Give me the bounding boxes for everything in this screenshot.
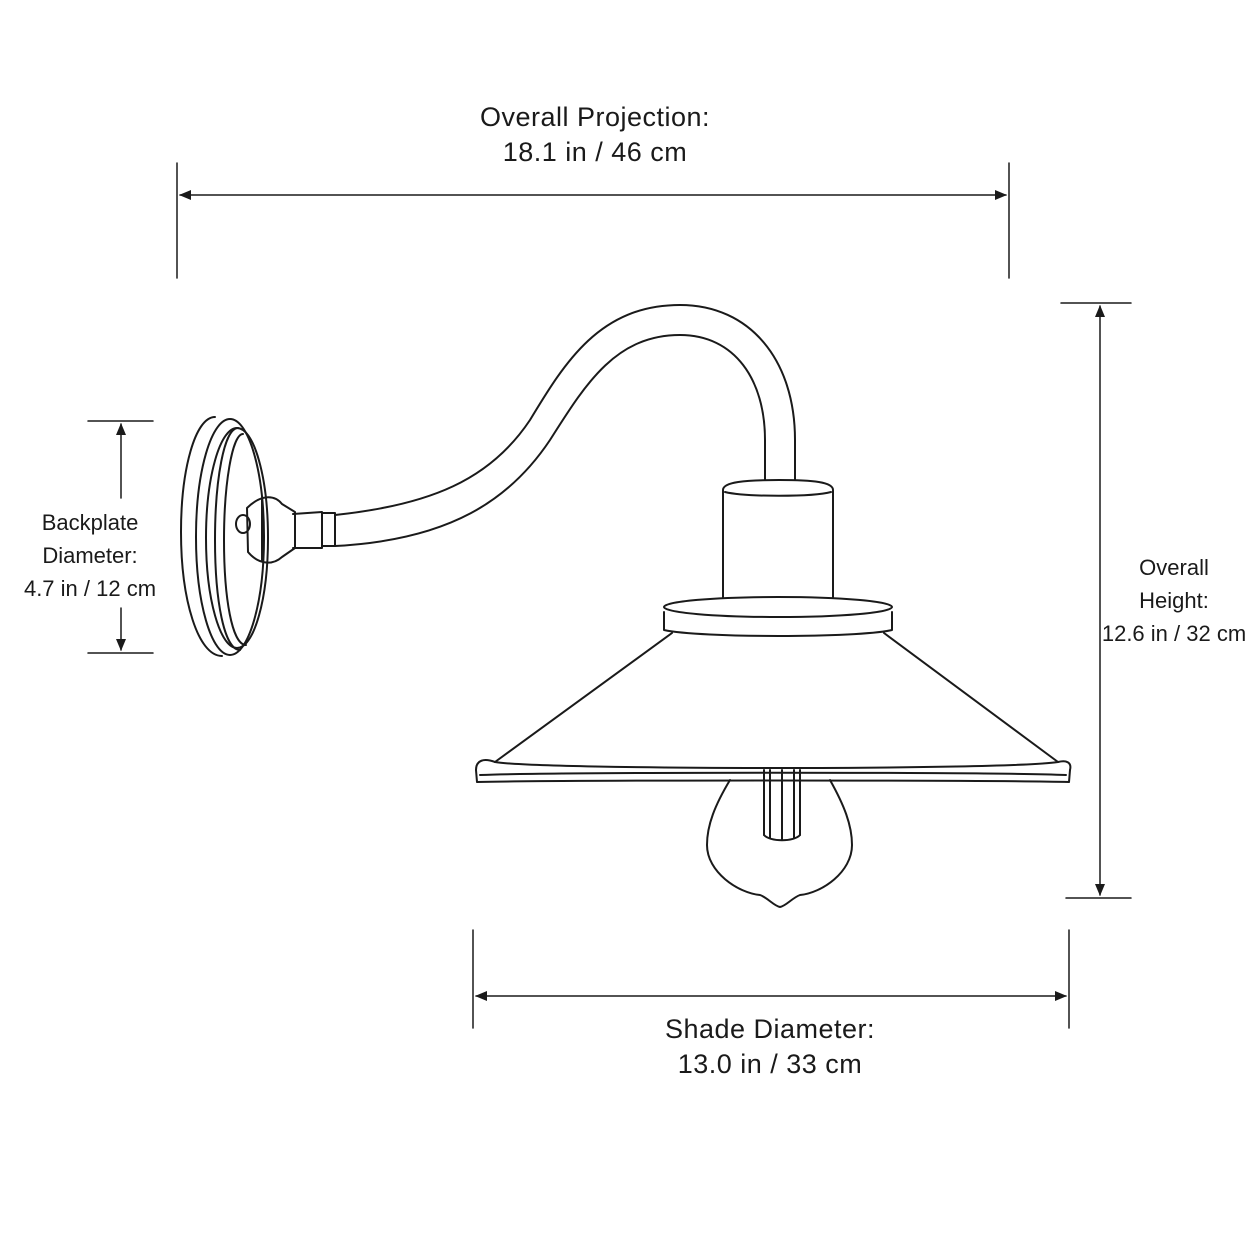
backplate-diameter-title-1: Backplate (41, 510, 139, 535)
backplate-diameter-label: Backplate Diameter: 4.7 in / 12 cm (5, 506, 175, 605)
shade-neck (723, 480, 833, 598)
overall-height-value: 12.6 in / 32 cm (1101, 621, 1247, 646)
overall-projection-title: Overall Projection: (479, 102, 711, 132)
projection-dimension-line (177, 163, 1009, 278)
backplate (181, 417, 268, 656)
shade-dimension-line (473, 930, 1069, 1028)
overall-projection-label: Overall Projection: 18.1 in / 46 cm (395, 100, 795, 170)
lamp-shade (476, 597, 1070, 782)
shade-diameter-value: 13.0 in / 33 cm (677, 1049, 863, 1080)
light-bulb (707, 770, 852, 907)
shade-diameter-label: Shade Diameter: 13.0 in / 33 cm (570, 1012, 970, 1082)
gooseneck-arm (335, 305, 795, 546)
overall-height-label: Overall Height: 12.6 in / 32 cm (1095, 551, 1253, 650)
overall-height-title-1: Overall (1139, 555, 1209, 580)
height-dimension-line (1061, 303, 1131, 898)
backplate-diameter-value: 4.7 in / 12 cm (23, 576, 157, 601)
shade-diameter-title: Shade Diameter: (664, 1014, 876, 1044)
backplate-diameter-title-2: Diameter: (42, 543, 138, 568)
arm-mount-knuckle (236, 497, 335, 562)
backplate-dimension-line (88, 421, 153, 653)
overall-projection-value: 18.1 in / 46 cm (502, 137, 688, 168)
overall-height-title-2: Height: (1139, 588, 1209, 613)
